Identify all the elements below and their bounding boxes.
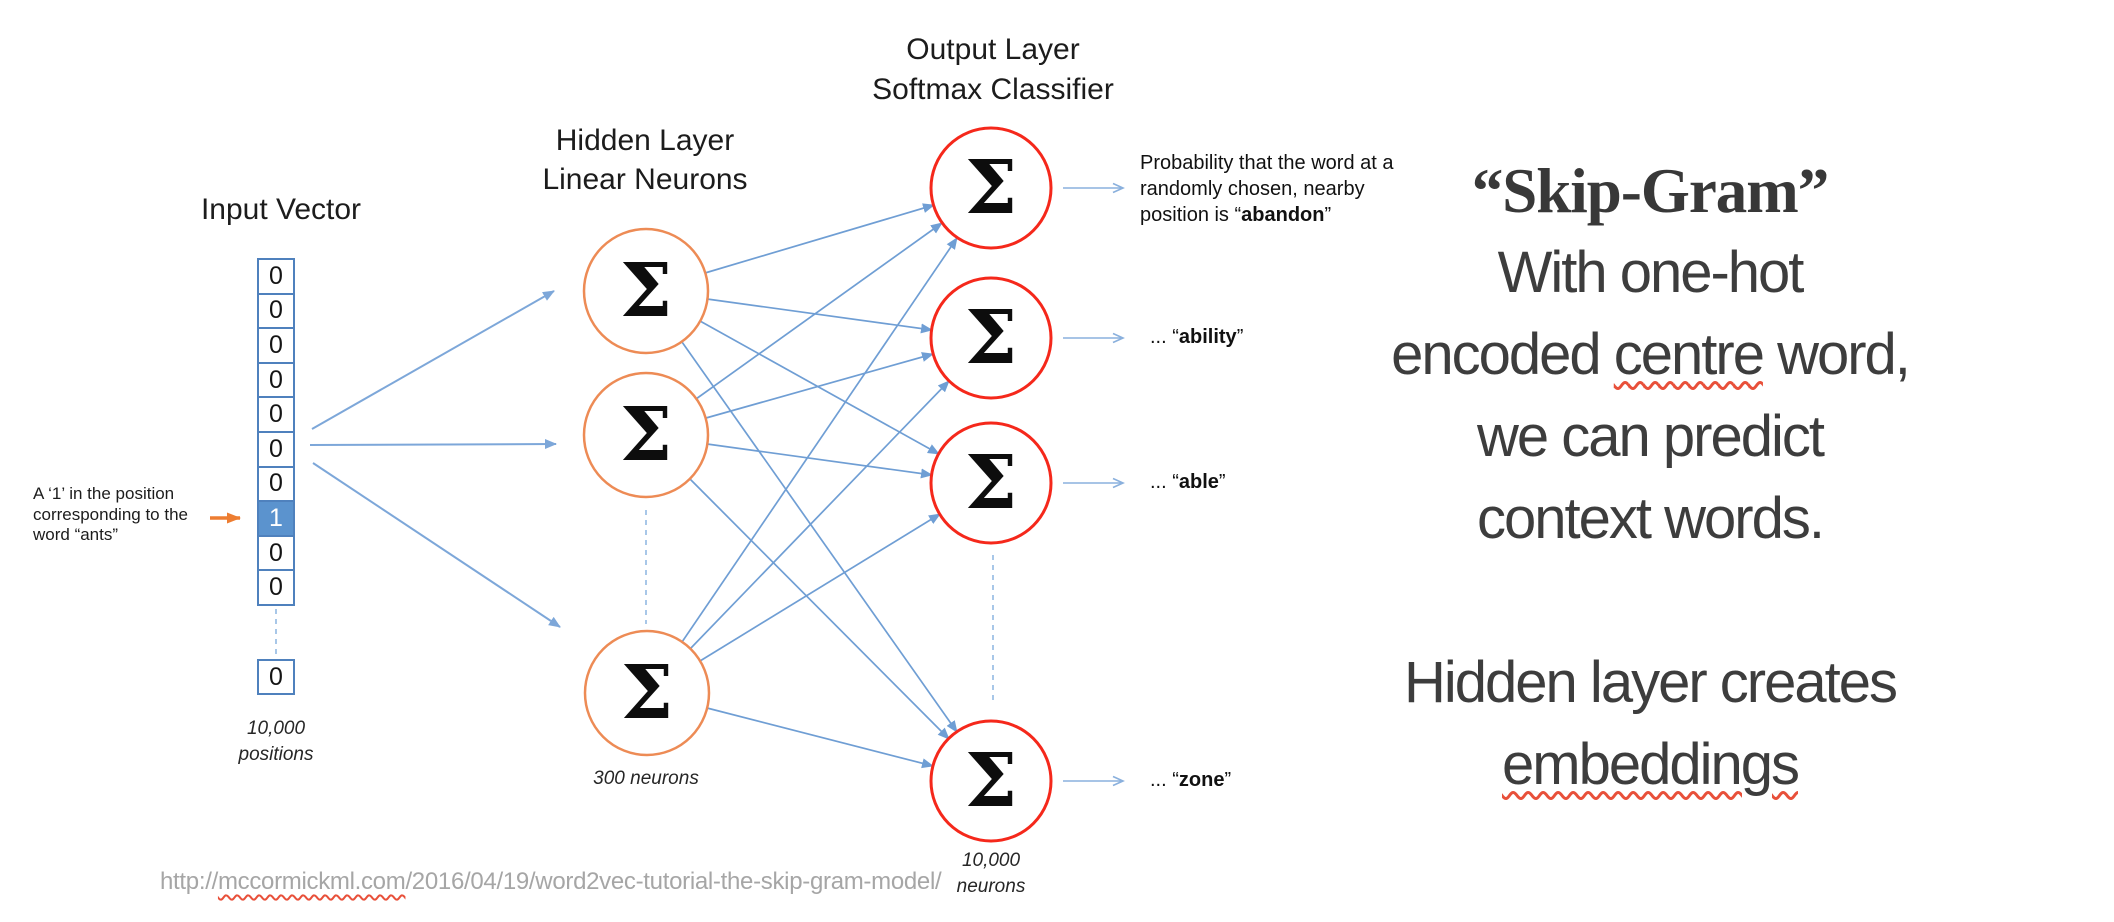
dashed-separators	[275, 510, 994, 705]
probability-line2: randomly chosen, nearby	[1140, 178, 1365, 200]
hidden-neuron-circle-3	[583, 629, 711, 757]
hidden-to-output-connections	[681, 203, 958, 769]
one-hot-annotation: A ‘1’ in the position corresponding to t…	[33, 484, 233, 546]
output-probability-label: Probability that the word at a randomly …	[1140, 150, 1393, 228]
output-size-line2: neurons	[956, 876, 1026, 897]
output-layer-title-line1: Output Layer	[906, 33, 1080, 66]
aside-line-7: embeddings	[1300, 724, 2000, 806]
output-word-label-zone: ... “zone”	[1150, 769, 1231, 792]
vector-size-line2: positions	[238, 744, 314, 765]
vector-cell: 0	[257, 659, 295, 695]
vector-cell: 0	[257, 465, 295, 503]
vector-cell: 0	[257, 361, 295, 399]
aside-blank-line	[1300, 560, 2000, 642]
hidden-neuron-circles	[582, 227, 711, 757]
aside-line-4: we can predict	[1477, 404, 1825, 469]
slide-text-block: “Skip-Gram” With one-hot encoded centre …	[1300, 150, 2000, 806]
hidden-layer-title-line1: Hidden Layer	[555, 124, 735, 157]
output-neuron-1: Σ	[929, 126, 1053, 250]
label-prefix: ... “	[1150, 471, 1179, 493]
output-neuron-4: Σ	[929, 719, 1053, 843]
annotation-line3: word “ants”	[33, 525, 119, 544]
vector-cell: 0	[257, 292, 295, 330]
vector-cell: 0	[257, 327, 295, 364]
annotation-line2: corresponding to the	[33, 504, 188, 524]
input-to-hidden-arrows	[309, 290, 561, 628]
label-suffix: ”	[1224, 769, 1232, 791]
aside-line-3: encoded centre word,	[1300, 314, 2000, 396]
sigma-symbol: Σ	[964, 295, 1018, 381]
vector-cell: 0	[257, 569, 295, 606]
output-size-label: 10,000 neurons	[911, 848, 1071, 900]
label-prefix: ... “	[1150, 769, 1179, 791]
vector-size-line1: 10,000	[246, 718, 306, 739]
probability-line3-suffix: ”	[1324, 204, 1332, 226]
source-url: http://mccormickml.com/2016/04/19/word2v…	[160, 868, 942, 896]
url-domain: mccormickml.com	[217, 868, 406, 895]
aside-line-5: context words.	[1477, 486, 1825, 551]
input-vector: 0 0 0 0 0 0 0 1 0 0	[257, 258, 295, 606]
url-path: /2016/04/19/word2vec-tutorial-the-skip-g…	[405, 868, 942, 895]
vector-cell-hot: 1	[257, 500, 295, 537]
label-word: zone	[1178, 769, 1225, 791]
hidden-neuron-circle-2	[582, 371, 710, 499]
vector-size-label: 10,000 positions	[196, 716, 356, 768]
probability-word: abandon	[1241, 204, 1325, 226]
sigma-symbol: Σ	[964, 440, 1018, 526]
output-to-label-arrows	[1063, 182, 1125, 787]
sigma-symbol: Σ	[619, 248, 673, 334]
hidden-layer-title: Hidden Layer Linear Neurons	[495, 121, 795, 199]
hidden-neuron-1: Σ	[584, 229, 708, 353]
output-neuron-circle-4	[929, 719, 1053, 843]
skip-gram-heading: “Skip-Gram”	[1471, 156, 1830, 226]
output-neuron-circles	[929, 126, 1053, 843]
probability-line3: position is “abandon”	[1140, 202, 1393, 228]
hidden-layer-title-line2: Linear Neurons	[542, 163, 748, 196]
vector-cell: 0	[257, 430, 295, 468]
output-neuron-circle-2	[929, 276, 1053, 400]
label-prefix: ... “	[1150, 326, 1179, 348]
output-layer-title: Output Layer Softmax Classifier	[823, 30, 1163, 110]
annotation-line1: A ‘1’ in the position	[33, 484, 175, 503]
probability-line3-prefix: position is “	[1140, 204, 1242, 226]
label-word: able	[1178, 471, 1219, 493]
output-neuron-circle-1	[929, 126, 1053, 250]
output-size-line1: 10,000	[961, 850, 1021, 871]
label-suffix: ”	[1218, 471, 1226, 493]
label-word: ability	[1178, 326, 1237, 348]
url-protocol: http://	[160, 868, 218, 895]
aside-line3-suffix: word,	[1762, 322, 1911, 387]
input-vector-tail: 0	[257, 659, 295, 695]
hidden-size-label: 300 neurons	[593, 768, 699, 789]
aside-line-2: With one-hot	[1497, 240, 1805, 305]
aside-line-6: Hidden layer creates	[1404, 650, 1898, 715]
output-neuron-circle-3	[929, 421, 1053, 545]
aside-line3-misspelled-word: centre	[1613, 322, 1765, 387]
output-neuron-2: Σ	[929, 276, 1053, 400]
sigma-symbol: Σ	[620, 650, 674, 736]
hidden-neuron-3: Σ	[585, 631, 709, 755]
probability-line1: Probability that the word at a	[1140, 152, 1394, 174]
hidden-neuron-circle-1	[582, 227, 710, 355]
vector-cell: 0	[257, 258, 295, 295]
vector-cell: 0	[257, 534, 295, 572]
vector-cell: 0	[257, 396, 295, 433]
sigma-symbol: Σ	[964, 145, 1018, 231]
output-layer-title-line2: Softmax Classifier	[872, 73, 1114, 106]
input-vector-title: Input Vector	[200, 193, 362, 226]
output-word-label-ability: ... “ability”	[1150, 326, 1243, 349]
aside-line7-misspelled-word: embeddings	[1502, 732, 1800, 797]
output-neuron-3: Σ	[929, 421, 1053, 545]
sigma-symbol: Σ	[964, 738, 1018, 824]
output-word-label-able: ... “able”	[1150, 471, 1226, 494]
label-suffix: ”	[1236, 326, 1244, 348]
hidden-neuron-2: Σ	[584, 373, 708, 497]
aside-line3-prefix: encoded	[1391, 322, 1614, 387]
sigma-symbol: Σ	[619, 392, 673, 478]
